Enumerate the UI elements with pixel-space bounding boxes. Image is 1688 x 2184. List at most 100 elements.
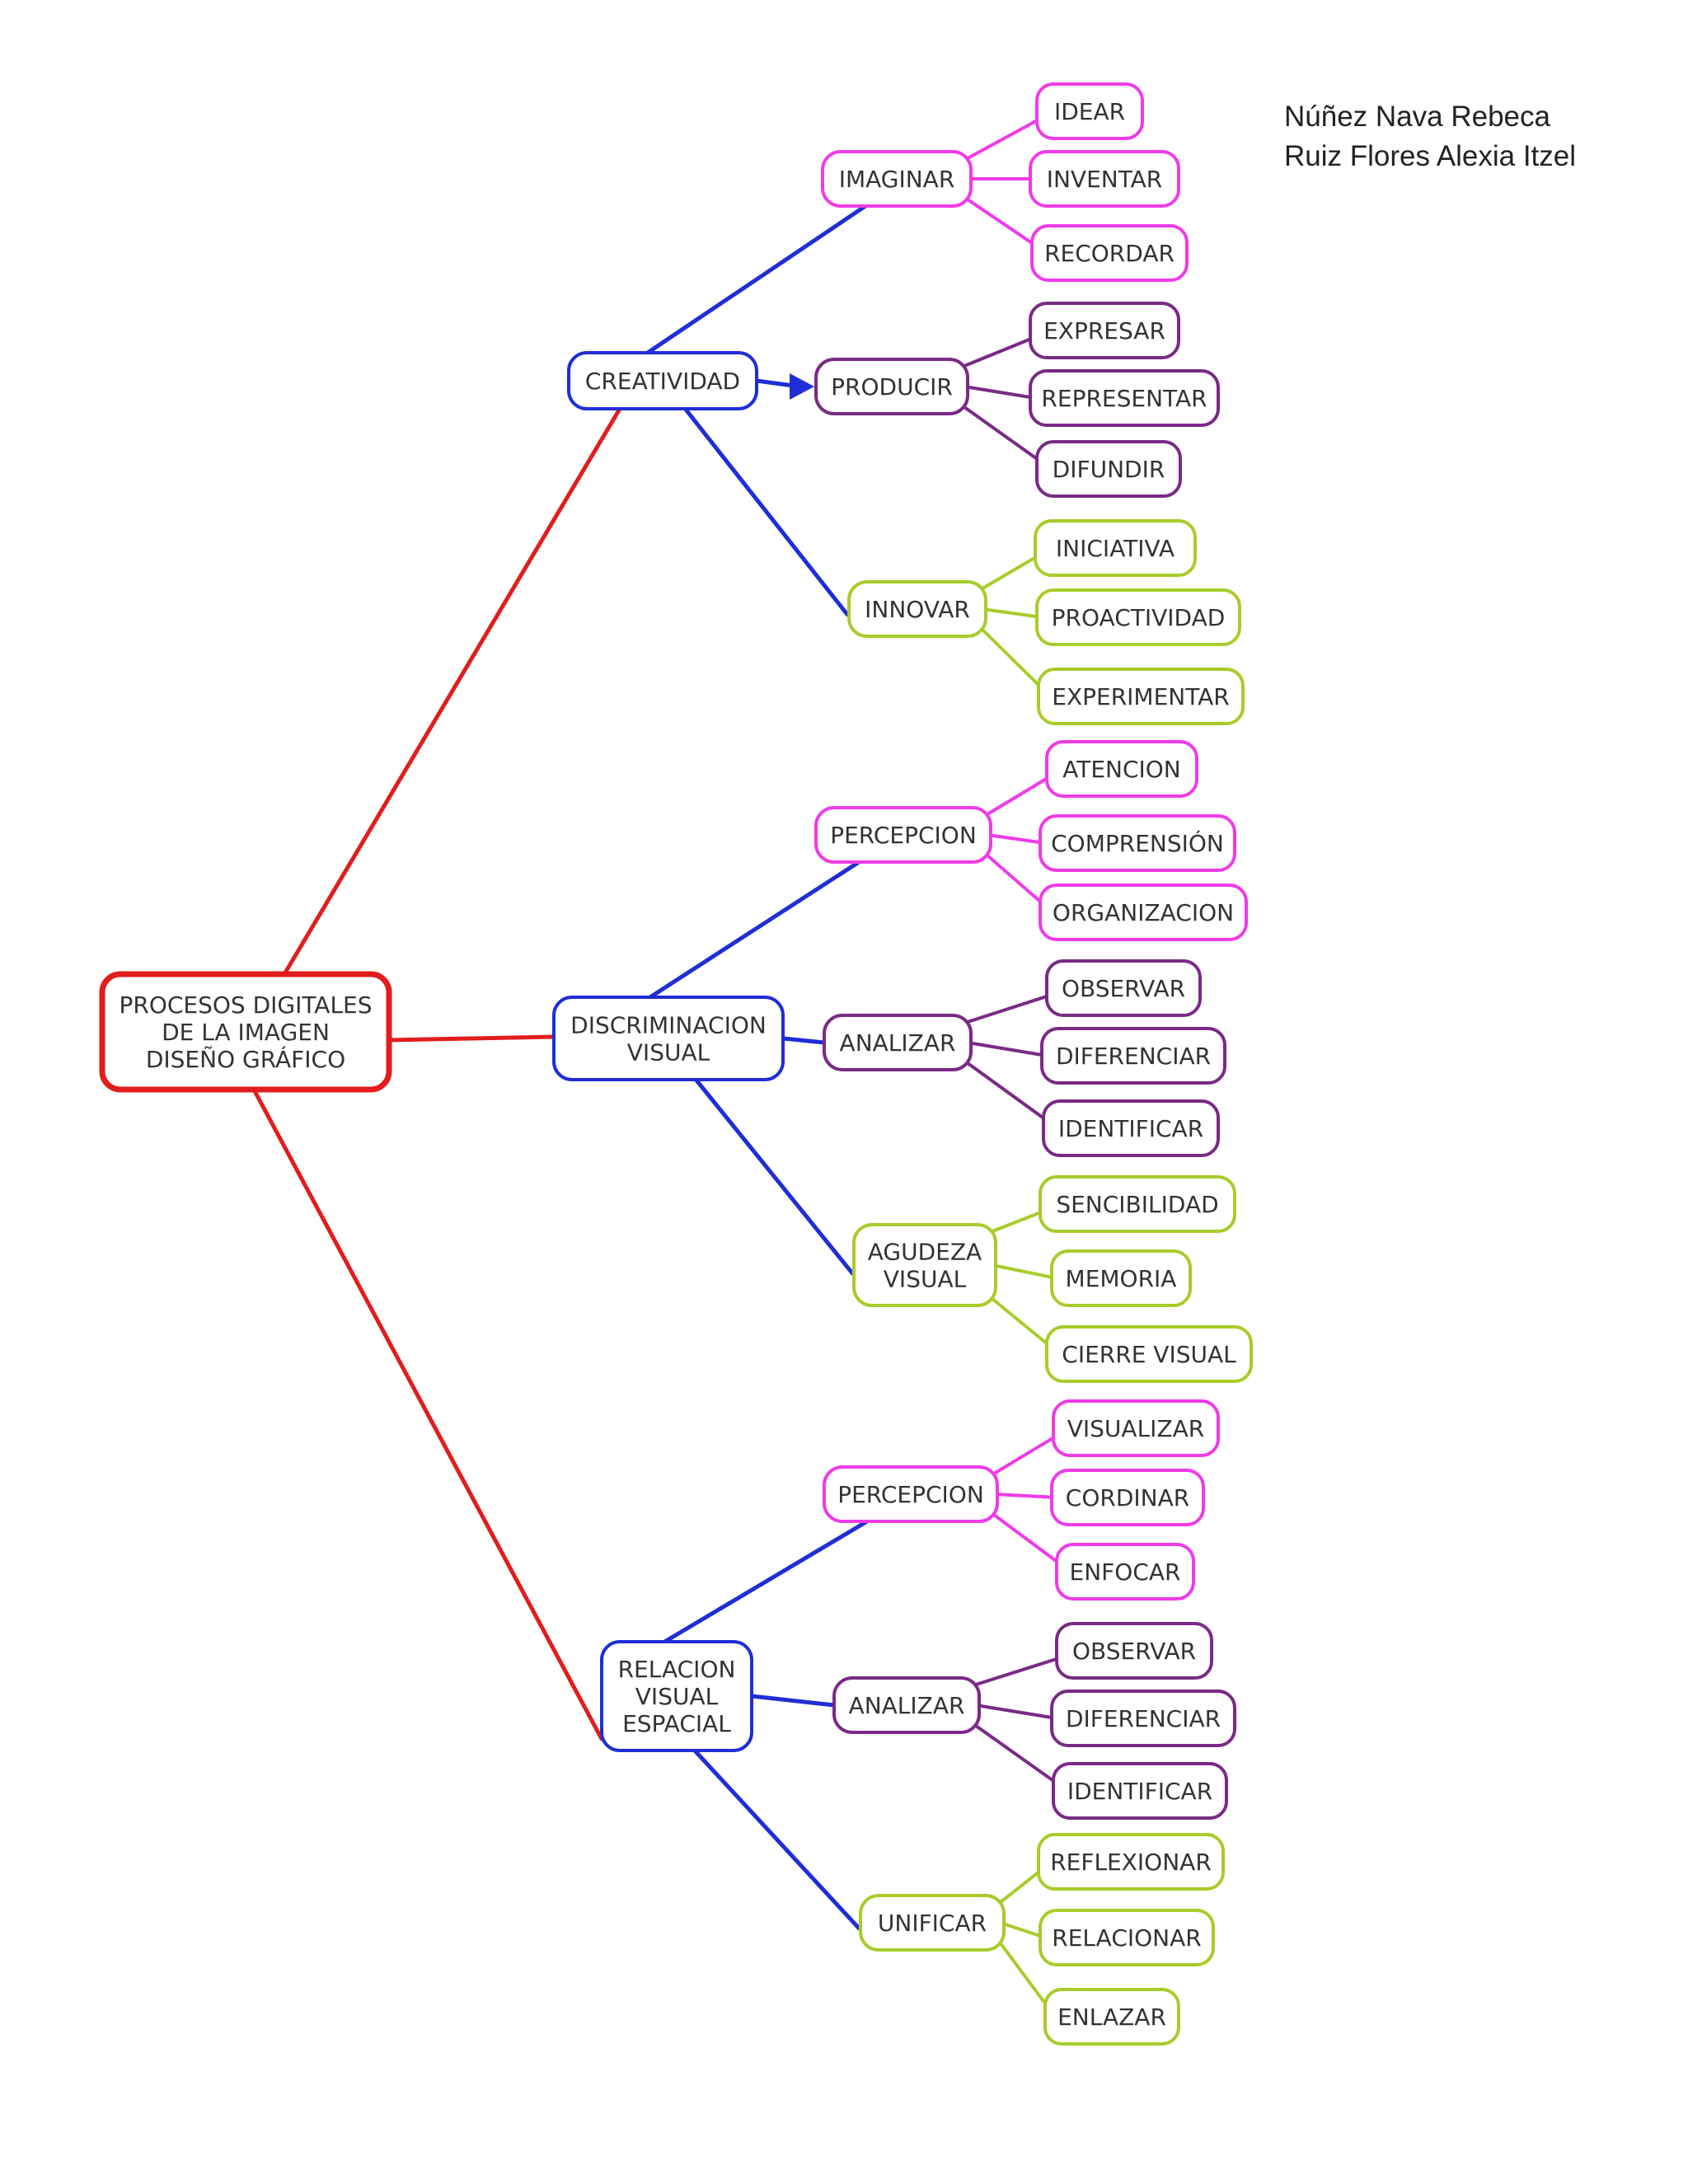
connector-group-leaf xyxy=(966,1062,1050,1123)
group-node-label: IMAGINAR xyxy=(839,166,955,193)
connector-root-discriminacion xyxy=(387,1034,556,1043)
connector-group-leaf xyxy=(986,833,1047,845)
connector-category-group xyxy=(682,406,850,617)
group-node-frame xyxy=(821,150,973,208)
leaf-node: DIFUNDIR xyxy=(1035,440,1182,498)
category-node: CREATIVIDAD xyxy=(567,351,758,410)
leaf-node-label: COMPRENSIÓN xyxy=(1051,829,1224,857)
connector-group-leaf xyxy=(974,1724,1060,1786)
leaf-node-label: EXPERIMENTAR xyxy=(1052,683,1230,710)
root-node-label: PROCESOS DIGITALES xyxy=(119,991,372,1019)
group-node: INNOVAR xyxy=(847,580,987,638)
leaf-node-label: SENCIBILIDAD xyxy=(1056,1191,1218,1218)
leaf-node: OBSERVAR xyxy=(1045,959,1202,1017)
leaf-node-frame xyxy=(1037,1833,1225,1891)
category-node-label: VISUAL xyxy=(627,1039,710,1066)
connector-group-leaf xyxy=(966,1041,1048,1057)
group-node-frame xyxy=(823,1014,973,1071)
connector-group-leaf xyxy=(986,774,1053,816)
leaf-node-label: ORGANIZACION xyxy=(1053,899,1234,926)
category-node-frame xyxy=(600,1640,753,1752)
leaf-node-label: ENFOCAR xyxy=(1070,1558,1181,1586)
author-name: Ruiz Flores Alexia Itzel xyxy=(1284,140,1577,172)
leaf-node-label: DIFERENCIAR xyxy=(1066,1705,1221,1732)
leaf-node-frame xyxy=(1035,588,1241,646)
leaf-node-label: INVENTAR xyxy=(1047,166,1163,193)
leaf-node: DIFERENCIAR xyxy=(1050,1690,1236,1747)
group-node: PERCEPCION xyxy=(823,1465,999,1523)
leaf-node: RELACIONAR xyxy=(1039,1909,1215,1966)
group-node-label: AGUDEZA xyxy=(868,1239,982,1266)
connector-category-group xyxy=(781,1036,827,1045)
leaf-node-label: INICIATIVA xyxy=(1056,535,1175,562)
connector-group-leaf xyxy=(963,335,1037,368)
leaf-node: OBSERVAR xyxy=(1055,1622,1213,1680)
leaf-node-label: EXPRESAR xyxy=(1043,317,1165,344)
leaf-node-frame xyxy=(1039,1909,1215,1966)
authors-block: Núñez Nava Rebeca Ruiz Flores Alexia Itz… xyxy=(1284,97,1576,176)
connector-group-leaf xyxy=(986,854,1047,907)
author-name: Núñez Nava Rebeca xyxy=(1284,101,1550,133)
leaf-node-frame xyxy=(1039,1175,1236,1233)
category-node-label: ESPACIAL xyxy=(622,1710,731,1737)
group-node-label: PRODUCIR xyxy=(831,373,953,401)
leaf-node-frame xyxy=(1055,1543,1195,1601)
leaf-node-frame xyxy=(1040,1027,1226,1085)
group-node-label: INNOVAR xyxy=(865,596,970,623)
group-node-label: UNIFICAR xyxy=(878,1910,987,1937)
category-node-label: VISUAL xyxy=(635,1683,719,1710)
connector-lines xyxy=(251,116,1063,2012)
connector-group-leaf xyxy=(966,116,1043,160)
leaf-node-frame xyxy=(1034,519,1197,577)
leaf-node-label: CIERRE VISUAL xyxy=(1062,1341,1236,1368)
leaf-node-label: DIFUNDIR xyxy=(1053,456,1165,483)
connector-group-leaf xyxy=(974,1656,1063,1686)
connector-group-leaf xyxy=(963,385,1037,400)
connector-group-leaf xyxy=(999,1942,1052,2012)
arrowhead-icon xyxy=(790,373,814,400)
leaf-node: DIFERENCIAR xyxy=(1040,1027,1226,1085)
group-node-frame xyxy=(847,580,987,638)
group-node-label: ANALIZAR xyxy=(840,1029,956,1057)
leaf-node-label: VISUALIZAR xyxy=(1067,1415,1204,1442)
category-node-label: RELACION xyxy=(618,1656,736,1683)
leaf-node-label: ENLAZAR xyxy=(1057,2004,1166,2031)
leaf-node-label: MEMORIA xyxy=(1066,1265,1177,1292)
connector-category-group xyxy=(645,204,868,355)
group-node: IMAGINAR xyxy=(821,150,973,208)
leaf-node-frame xyxy=(1029,302,1180,359)
group-node-label: PERCEPCION xyxy=(830,822,977,849)
leaf-node-frame xyxy=(1037,668,1245,725)
leaf-node-frame xyxy=(1055,1622,1213,1680)
group-node-frame xyxy=(823,1465,999,1523)
leaf-node: SENCIBILIDAD xyxy=(1039,1175,1236,1233)
leaf-node: CIERRE VISUAL xyxy=(1045,1325,1253,1383)
connector-group-leaf xyxy=(981,607,1043,619)
leaf-node: ENLAZAR xyxy=(1043,1988,1180,2046)
leaf-node: CORDINAR xyxy=(1050,1469,1205,1526)
category-node-label: CREATIVIDAD xyxy=(585,368,740,395)
leaf-node-frame xyxy=(1029,369,1220,427)
leaf-node: RECORDAR xyxy=(1030,224,1189,282)
connector-group-leaf xyxy=(974,1704,1058,1720)
connector-group-leaf xyxy=(991,1209,1047,1233)
leaf-node-label: ATENCION xyxy=(1062,756,1181,783)
connector-category-group xyxy=(693,1077,855,1276)
connector-group-leaf xyxy=(999,1921,1047,1939)
group-node-frame xyxy=(852,1223,997,1307)
group-node: PERCEPCION xyxy=(814,806,992,864)
leaf-node: ATENCION xyxy=(1045,740,1198,798)
leaf-node-label: OBSERVAR xyxy=(1072,1638,1196,1665)
leaf-node-frame xyxy=(1052,1762,1228,1820)
connector-group-leaf xyxy=(999,1867,1045,1904)
leaf-node-label: IDENTIFICAR xyxy=(1067,1778,1212,1805)
leaf-node-frame xyxy=(1052,1399,1220,1457)
leaf-node-frame xyxy=(1050,1469,1205,1526)
leaf-node-label: IDENTIFICAR xyxy=(1058,1115,1203,1142)
group-node-label: PERCEPCION xyxy=(837,1481,984,1508)
connector-group-leaf xyxy=(966,198,1039,248)
